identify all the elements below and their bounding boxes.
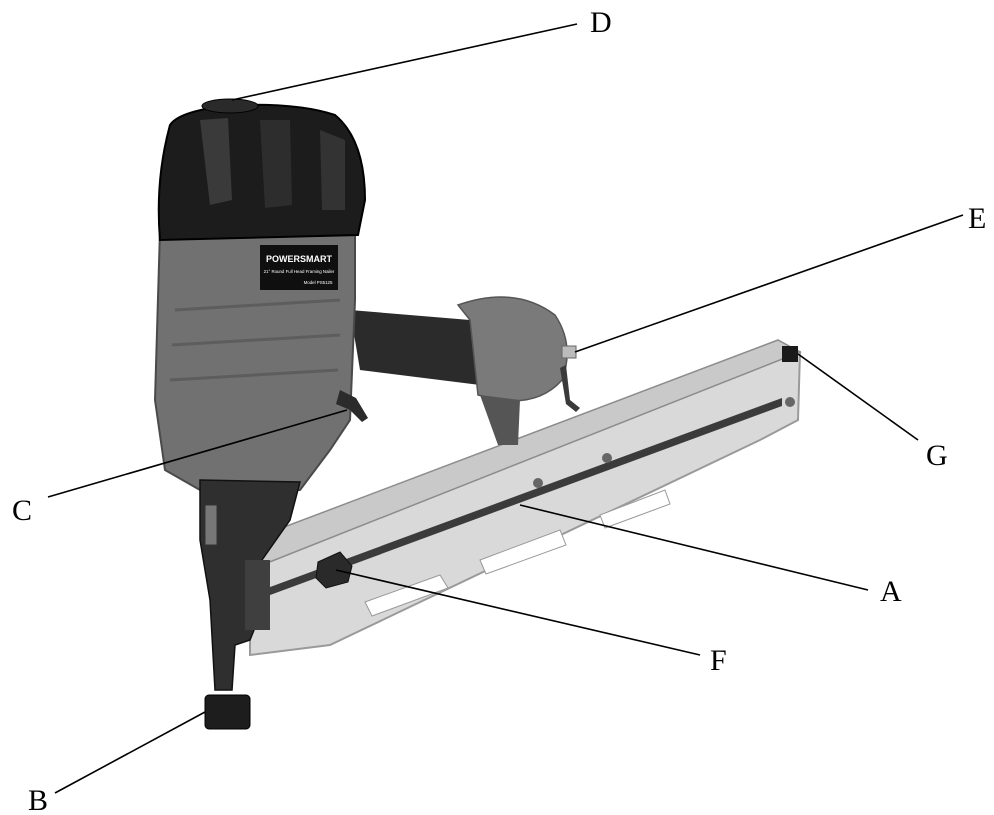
leader-line-a — [519, 504, 869, 591]
magazine-rivet — [602, 453, 612, 463]
top-cap-highlight — [320, 130, 345, 210]
magazine-groove — [262, 398, 782, 598]
top-cap-highlight — [260, 120, 292, 208]
callout-b: B — [28, 784, 48, 815]
callout-c: C — [12, 494, 32, 527]
handle-grip — [350, 310, 480, 385]
magazine — [248, 339, 802, 657]
callout-e: E — [968, 202, 986, 235]
rear-bracket — [480, 395, 520, 445]
brand-label — [260, 245, 338, 290]
nose — [199, 479, 301, 730]
magazine-end-cap — [782, 346, 798, 362]
safety-spring — [204, 504, 218, 546]
body: POWERSMART 21° Round Full Head Framing N… — [153, 98, 368, 491]
callout-f: F — [710, 644, 727, 677]
housing-rib — [174, 298, 341, 312]
pusher — [315, 551, 353, 589]
exhaust-deflector — [201, 98, 259, 114]
housing-rib — [169, 368, 339, 382]
nose-plate — [245, 560, 270, 630]
leader-line-d — [231, 23, 578, 101]
callout-a: A — [880, 575, 902, 608]
magazine-slot — [364, 574, 449, 617]
trigger — [336, 390, 368, 422]
magazine-rivet — [785, 397, 795, 407]
housing-rib — [171, 333, 341, 347]
top-cap-highlight — [200, 118, 232, 205]
air-inlet-housing — [456, 296, 568, 402]
brand-label-line1: 21° Round Full Head Framing Nailer — [264, 269, 335, 274]
leader-line-b — [54, 711, 206, 794]
handle — [350, 296, 580, 445]
leader-line-c — [47, 409, 348, 498]
callout-g: G — [926, 439, 948, 472]
leader-line-e — [574, 214, 964, 353]
brand-label-brand: POWERSMART — [266, 254, 332, 264]
leader-line-f — [335, 569, 701, 656]
main-housing — [153, 223, 356, 491]
magazine-rivet — [533, 478, 543, 488]
air-fitting — [561, 345, 577, 359]
brand-label-line2: Model PS5125 — [304, 280, 333, 285]
callout-d: D — [590, 6, 612, 39]
leader-line-g — [797, 353, 919, 441]
no-mar-tip — [204, 694, 251, 730]
exhaust-knob — [560, 365, 580, 412]
magazine-slot — [599, 489, 671, 529]
magazine-slot — [479, 529, 567, 575]
